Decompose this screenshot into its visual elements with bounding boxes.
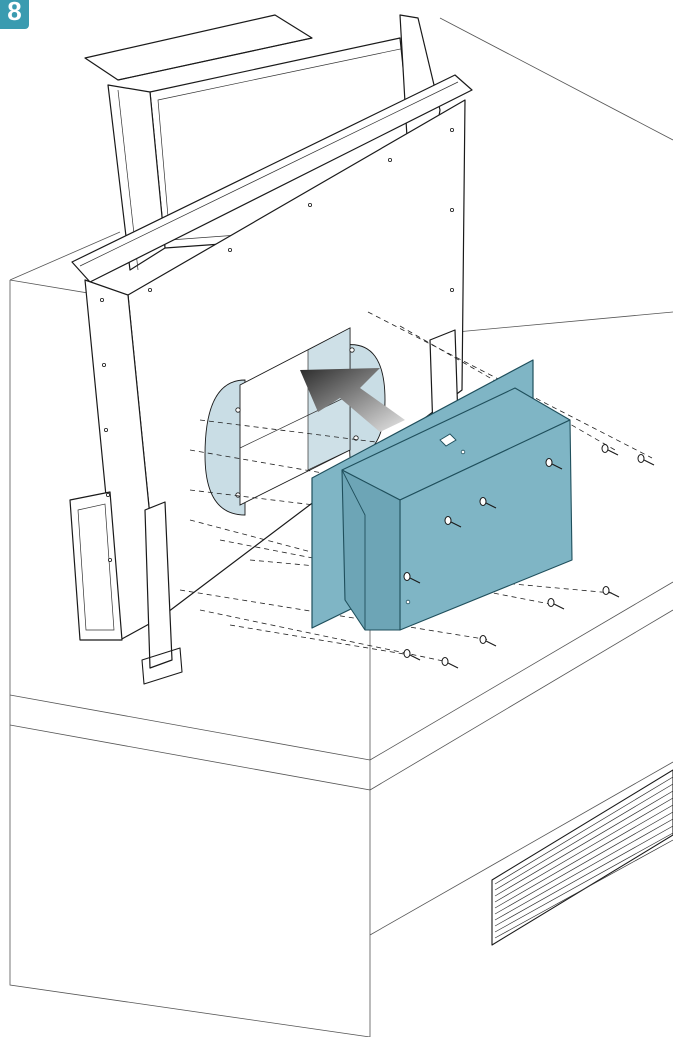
screw xyxy=(601,444,619,456)
screws xyxy=(403,444,655,669)
step-number-badge: 8 xyxy=(0,0,29,29)
direction-arrow xyxy=(300,368,405,432)
screw xyxy=(545,458,563,470)
screw xyxy=(637,454,655,466)
cabinet-outline xyxy=(9,17,673,1037)
vent-grille xyxy=(491,769,673,946)
screw xyxy=(403,572,421,584)
screw xyxy=(444,516,462,528)
screw xyxy=(547,598,565,610)
screw xyxy=(479,497,497,509)
screw xyxy=(441,657,459,669)
screw xyxy=(479,635,497,647)
blower-motor-unit xyxy=(311,359,573,631)
screw xyxy=(602,586,620,598)
body-holes xyxy=(100,127,454,563)
screw xyxy=(403,649,421,661)
